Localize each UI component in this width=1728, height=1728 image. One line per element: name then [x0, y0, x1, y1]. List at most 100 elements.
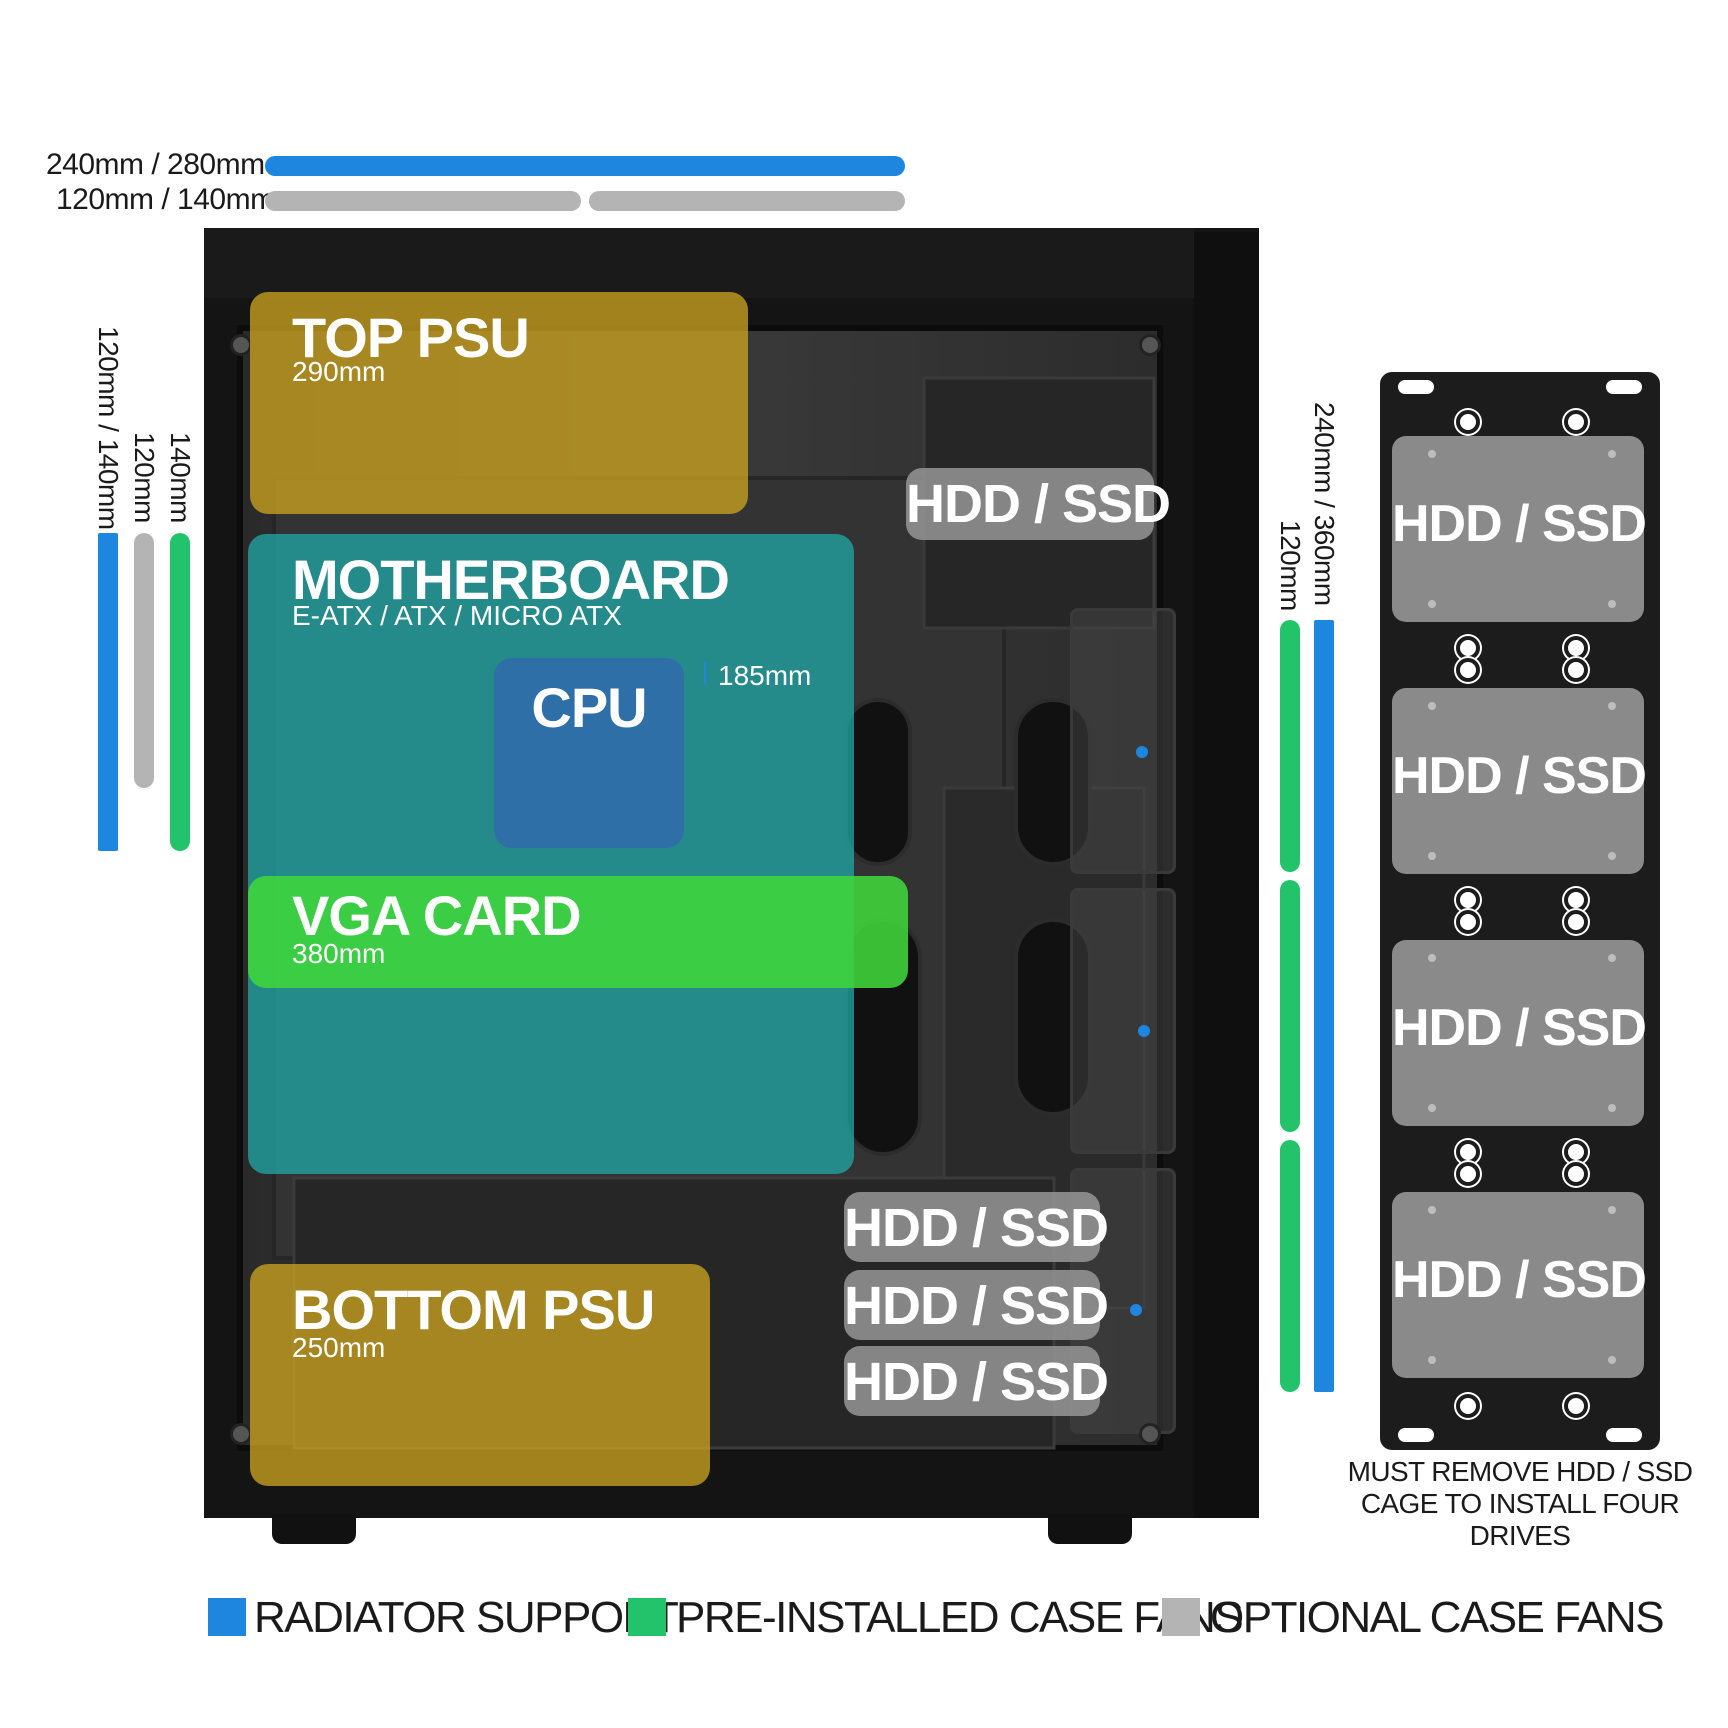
side-radiator-dim-label: 240mm / 360mm [1309, 402, 1340, 606]
side-fan-bar-2 [1280, 880, 1300, 1132]
top-psu-zone: TOP PSU 290mm [250, 292, 748, 514]
vga-title: VGA CARD [292, 884, 582, 947]
screw-br [1139, 1423, 1161, 1445]
cage-hole [1564, 1162, 1588, 1186]
cage-hole [1564, 1394, 1588, 1418]
pc-case: TOP PSU 290mm HDD / SSD MOTHERBOARD E-AT… [204, 228, 1259, 1518]
cage-pin [1608, 954, 1616, 962]
cage-pin [1428, 1104, 1436, 1112]
cage-hole [1564, 1140, 1588, 1164]
vga-zone: VGA CARD 380mm [248, 876, 908, 988]
front-radiator-dim-label: 120mm / 140mm [93, 326, 124, 530]
cage-note-line-2: CAGE TO INSTALL FOUR DRIVES [1360, 1488, 1680, 1551]
side-preinstalled-dim-label: 120mm [1275, 520, 1306, 611]
cage-pin [1608, 1356, 1616, 1364]
cage-slot-1: HDD / SSD [1392, 436, 1647, 622]
cage-slot-4-label: HDD / SSD [1392, 1251, 1647, 1309]
cage-pin [1428, 1356, 1436, 1364]
front-optional-bar [134, 533, 154, 788]
cage-hole [1456, 910, 1480, 934]
front-preinstalled-bar [170, 533, 190, 851]
legend-optional-swatch [1162, 1598, 1200, 1636]
screw-tr [1139, 334, 1161, 356]
cage-mount-slot-tl [1398, 380, 1434, 394]
cage-hole [1564, 636, 1588, 660]
cage-pin [1608, 852, 1616, 860]
side-radiator-bar [1314, 620, 1334, 1392]
cage-mount-slot-br [1606, 1428, 1642, 1442]
side-fan-bar-1 [1280, 620, 1300, 872]
top-radiator-bar [265, 156, 905, 176]
case-foot-left [272, 1514, 356, 1544]
cage-hole [1564, 888, 1588, 912]
cage-note-line-1: MUST REMOVE HDD / SSD [1347, 1456, 1693, 1487]
cage-pin [1608, 600, 1616, 608]
screw-tl [230, 334, 252, 356]
cage-hole [1456, 636, 1480, 660]
bottom-psu-zone: BOTTOM PSU 250mm [250, 1264, 710, 1486]
cpu-cooler-height: 185mm [718, 660, 812, 691]
grommet-1 [844, 698, 912, 866]
front-fan-2 [1070, 888, 1176, 1154]
cage-pin [1608, 450, 1616, 458]
legend-radiator-swatch [208, 1598, 246, 1636]
legend-radiator-label: RADIATOR SUPPORT [254, 1593, 679, 1642]
cpu-title: CPU [531, 676, 647, 739]
legend-preinstalled-label: PRE-INSTALLED CASE FANS [676, 1593, 1244, 1642]
motherboard-title: MOTHERBOARD [292, 548, 730, 611]
cage-pin [1428, 852, 1436, 860]
cage-hole [1456, 1140, 1480, 1164]
top-fan-bar-2 [589, 191, 905, 211]
cage-hole [1456, 1162, 1480, 1186]
cage-pin [1428, 702, 1436, 710]
fan-led-2 [1138, 1025, 1150, 1037]
upper-hdd-bay: HDD / SSD [906, 468, 1171, 540]
cpu-zone: CPU [494, 658, 684, 848]
cage-hole [1456, 1394, 1480, 1418]
cage-pin [1608, 702, 1616, 710]
cage-hole [1564, 910, 1588, 934]
cage-hole [1456, 410, 1480, 434]
fan-led-1 [1136, 746, 1148, 758]
legend-optional-label: OPTIONAL CASE FANS [1210, 1593, 1665, 1642]
side-fan-bar-3 [1280, 1140, 1300, 1392]
cage-pin [1608, 1206, 1616, 1214]
motherboard-formats: E-ATX / ATX / MICRO ATX [292, 600, 622, 631]
cage-pin [1428, 450, 1436, 458]
cage-slot-1-label: HDD / SSD [1392, 495, 1647, 553]
cage-hole [1456, 888, 1480, 912]
screw-bl [230, 1423, 252, 1445]
cage-pin [1428, 954, 1436, 962]
bottom-psu-size: 250mm [292, 1332, 386, 1363]
motherboard-zone: MOTHERBOARD E-ATX / ATX / MICRO ATX [248, 534, 854, 1174]
cage-slot-2: HDD / SSD [1392, 688, 1647, 874]
cage-slot-3-label: HDD / SSD [1392, 999, 1647, 1057]
cage-pin [1428, 600, 1436, 608]
cage-slot-2-label: HDD / SSD [1392, 747, 1647, 805]
front-fan-1 [1070, 608, 1176, 874]
lower-hdd-bay-1: HDD / SSD [844, 1192, 1109, 1262]
lower-hdd-bay-3: HDD / SSD [844, 1346, 1109, 1416]
front-radiator-bar [98, 533, 118, 851]
cage-mount-slot-bl [1398, 1428, 1434, 1442]
front-preinstalled-dim-label: 140mm [165, 432, 196, 523]
cage-pin [1608, 1104, 1616, 1112]
cage-pin [1428, 1206, 1436, 1214]
cpu-height-marker [704, 662, 706, 684]
lower-hdd-bay-2: HDD / SSD [844, 1270, 1109, 1340]
cage-hole [1564, 658, 1588, 682]
vga-size: 380mm [292, 938, 386, 969]
cage-hole [1564, 410, 1588, 434]
cage-slot-3: HDD / SSD [1392, 940, 1647, 1126]
cage-hole [1456, 658, 1480, 682]
case-foot-right [1048, 1514, 1132, 1544]
legend-preinstalled-swatch [628, 1598, 666, 1636]
cage-slot-4: HDD / SSD [1392, 1192, 1647, 1378]
top-fan-bar-1 [265, 191, 581, 211]
front-optional-dim-label: 120mm [129, 432, 160, 523]
bottom-psu-title: BOTTOM PSU [292, 1278, 655, 1341]
top-radiator-dim-label: 240mm / 280mm [46, 148, 265, 181]
top-psu-size: 290mm [292, 356, 386, 387]
top-fan-dim-label: 120mm / 140mm [56, 183, 275, 216]
cage-mount-slot-tr [1606, 380, 1642, 394]
